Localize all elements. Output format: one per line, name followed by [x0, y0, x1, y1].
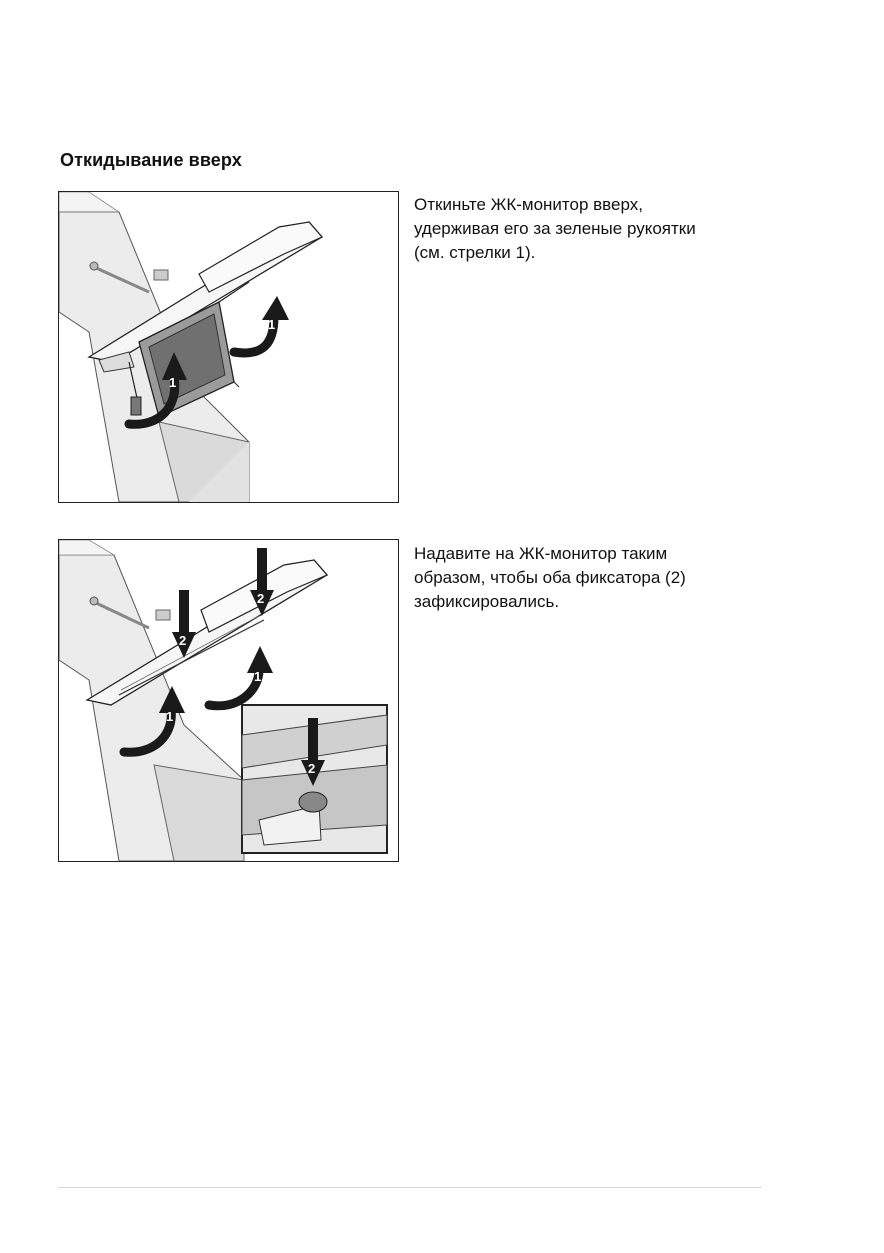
- arrow-label: 1: [268, 317, 275, 332]
- arrow-label: 1: [169, 375, 176, 390]
- step-2-text: Надавите на ЖК-монитор таким образом, чт…: [414, 544, 686, 611]
- arrow-label: 2: [179, 633, 186, 648]
- section-title: Откидывание вверх: [60, 150, 242, 170]
- arrow-label: 2: [257, 591, 264, 606]
- illustration-monitor-fold-up: 1 1: [58, 191, 399, 503]
- arrow-label: 1: [254, 669, 261, 684]
- footer-divider: [58, 1187, 762, 1188]
- arrow-label: 1: [166, 709, 173, 724]
- step-1-text: Откиньте ЖК-монитор вверх, удерживая его…: [414, 195, 696, 262]
- illustration-monitor-latch: 1 1 2 2 2: [58, 539, 399, 862]
- arrow-label: 2: [308, 761, 315, 776]
